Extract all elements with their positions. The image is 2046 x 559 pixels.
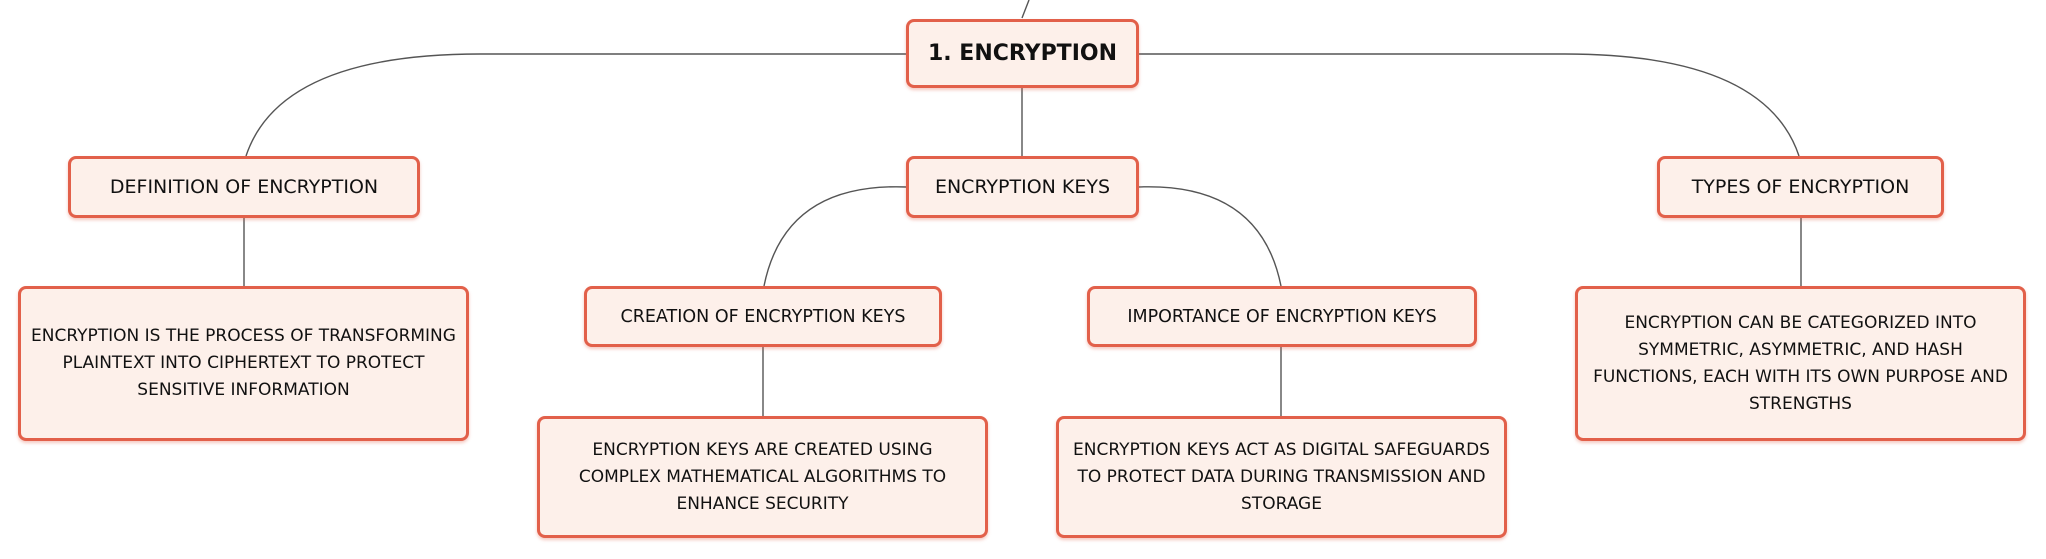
node-types-of-encryption[interactable]: TYPES OF ENCRYPTION [1657,156,1944,218]
node-encryption-keys[interactable]: ENCRYPTION KEYS [906,156,1139,218]
node-detail-text: ENCRYPTION IS THE PROCESS OF TRANSFORMIN… [31,326,456,400]
node-label: DEFINITION OF ENCRYPTION [109,176,379,198]
connector-keys-to-creation [763,186,908,287]
node-label: ENCRYPTION KEYS [934,176,1111,198]
node-importance-of-encryption-keys[interactable]: IMPORTANCE OF ENCRYPTION KEYS [1087,286,1477,347]
connector-root-parent [1021,0,1030,19]
node-label: IMPORTANCE OF ENCRYPTION KEYS [1127,306,1437,327]
node-detail-text: ENCRYPTION CAN BE CATEGORIZED INTO SYMME… [1593,312,2008,414]
root-node[interactable]: 1. ENCRYPTION [906,19,1139,88]
connector-root-to-types [1138,53,1800,157]
node-importance-detail[interactable]: ENCRYPTION KEYS ACT AS DIGITAL SAFEGUARD… [1056,416,1507,538]
node-creation-detail[interactable]: ENCRYPTION KEYS ARE CREATED USING COMPLE… [537,416,988,538]
node-creation-of-encryption-keys[interactable]: CREATION OF ENCRYPTION KEYS [584,286,942,347]
connector-keys-to-importance [1137,186,1282,287]
node-label: TYPES OF ENCRYPTION [1691,176,1910,198]
node-definition-detail[interactable]: ENCRYPTION IS THE PROCESS OF TRANSFORMIN… [18,286,469,441]
node-detail-text: ENCRYPTION KEYS ARE CREATED USING COMPLE… [578,439,947,514]
node-label: CREATION OF ENCRYPTION KEYS [620,306,906,327]
node-detail-text: ENCRYPTION KEYS ACT AS DIGITAL SAFEGUARD… [1073,439,1490,514]
root-label: 1. ENCRYPTION [927,41,1117,66]
node-types-detail[interactable]: ENCRYPTION CAN BE CATEGORIZED INTO SYMME… [1575,286,2026,441]
connector-root-to-definition [245,53,907,157]
node-definition-of-encryption[interactable]: DEFINITION OF ENCRYPTION [68,156,420,218]
